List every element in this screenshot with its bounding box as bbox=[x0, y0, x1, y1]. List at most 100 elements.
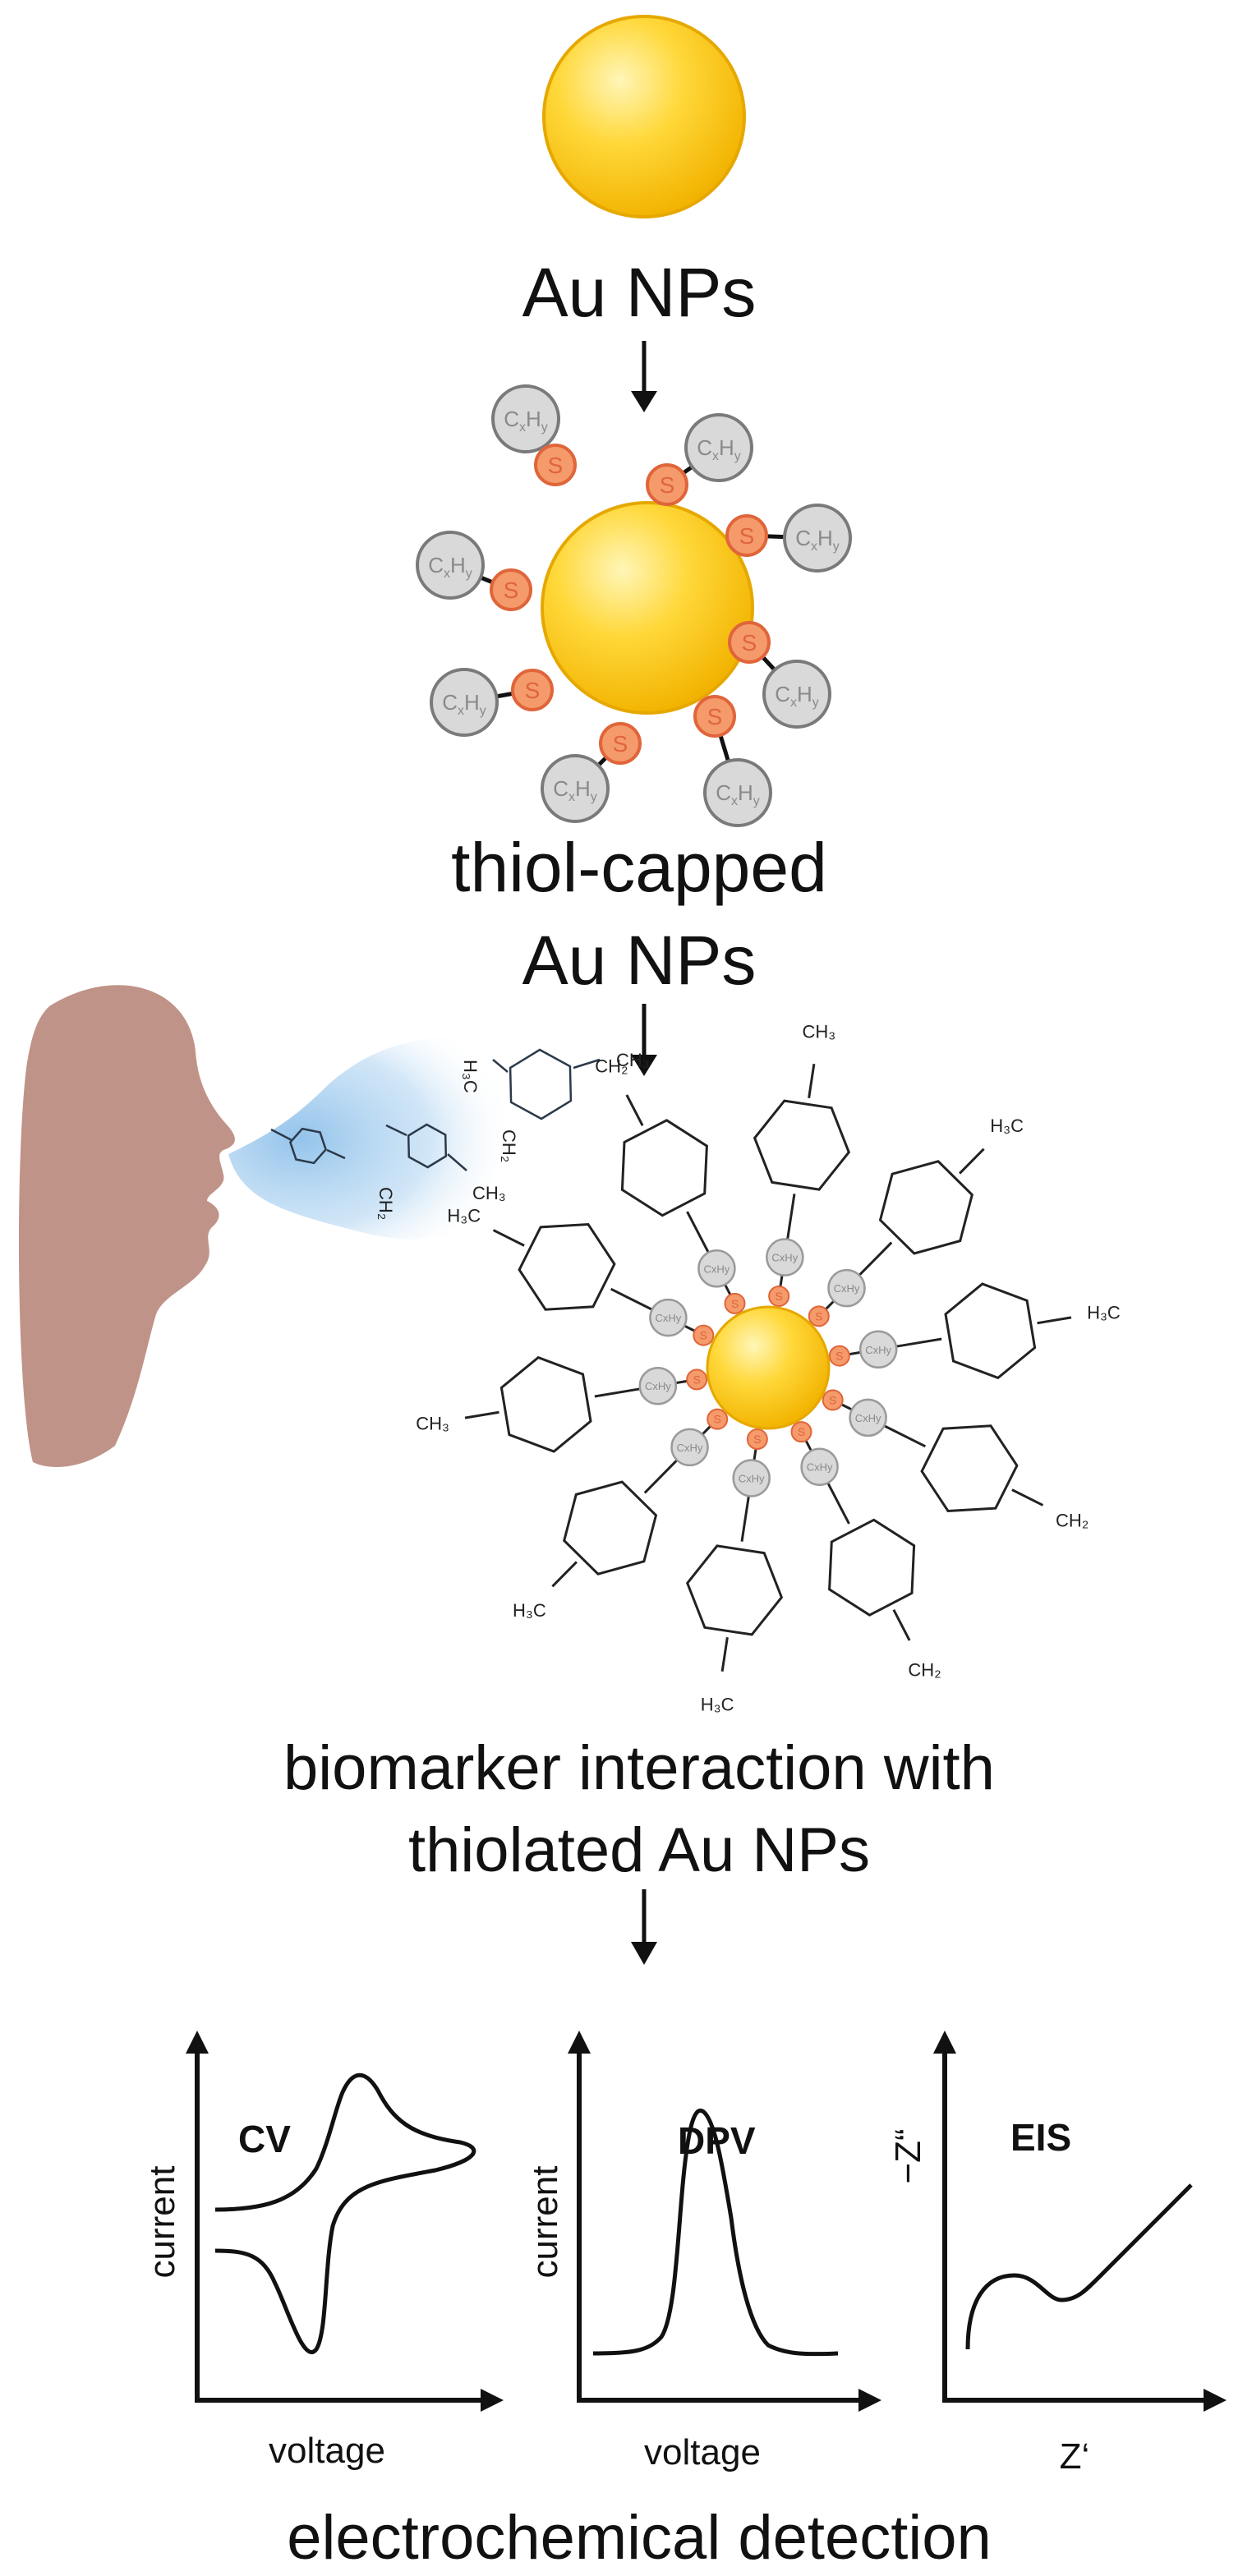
molecule-label: H₃C bbox=[460, 1060, 481, 1093]
dpv-title: DPV bbox=[678, 2119, 756, 2162]
bond bbox=[464, 1410, 499, 1419]
eis-ylabel: −Z“ bbox=[888, 2128, 928, 2183]
sulfur-atom bbox=[686, 1368, 708, 1391]
molecule-label: CH₂ bbox=[499, 1129, 519, 1162]
cv-title: CV bbox=[238, 2118, 291, 2160]
alkyl-chain-bubble bbox=[430, 668, 499, 737]
alkyl-chain-label: CxHy bbox=[716, 780, 760, 808]
gold-nanoparticle bbox=[542, 15, 746, 218]
arrow-down-3 bbox=[631, 1889, 657, 1965]
molecule-label: CH₃ bbox=[616, 1050, 650, 1070]
molecule-label: H₃C bbox=[447, 1206, 481, 1226]
molecule-label: H₃C bbox=[701, 1694, 734, 1714]
alkyl-chain-bubble bbox=[858, 1330, 898, 1369]
cyclohexene-ring bbox=[499, 1355, 592, 1453]
alkyl-chain-label: CxHy bbox=[677, 1442, 703, 1454]
dpv-plot: DPV current voltage bbox=[525, 2031, 881, 2472]
bond bbox=[786, 1194, 796, 1240]
sulfur-atom bbox=[599, 722, 642, 765]
sulfur-label: S bbox=[815, 1309, 822, 1322]
sulfur-atom bbox=[707, 1408, 729, 1430]
bond bbox=[447, 1153, 467, 1171]
molecule-label: CH₂ bbox=[1056, 1510, 1089, 1530]
alkyl-chain-bubble bbox=[416, 531, 485, 600]
alkyl-chain-label: CxHy bbox=[655, 1312, 681, 1324]
interaction-label-line2: thiolated Au NPs bbox=[408, 1815, 870, 1885]
sulfur-atom bbox=[693, 695, 736, 738]
sulfur-atom bbox=[768, 1285, 790, 1307]
sulfur-atom bbox=[790, 1421, 812, 1443]
breath-cloud bbox=[228, 1037, 519, 1240]
bond bbox=[686, 1211, 710, 1254]
bond bbox=[808, 1063, 816, 1098]
sulfur-label: S bbox=[548, 453, 564, 478]
alkyl-chain-bubble bbox=[766, 1238, 804, 1276]
cyclohexene-ring bbox=[563, 1480, 658, 1576]
thiol-capped-label-line1: thiol-capped bbox=[451, 829, 827, 906]
eis-xlabel: Z‘ bbox=[1060, 2436, 1090, 2477]
sulfur-label: S bbox=[693, 1373, 701, 1386]
thiol-capped-label-line2: Au NPs bbox=[522, 922, 757, 999]
bond bbox=[858, 1241, 893, 1276]
face-profile bbox=[18, 985, 235, 1467]
sulfur-label: S bbox=[707, 704, 723, 729]
sulfur-label: S bbox=[525, 678, 541, 703]
alkyl-chain-bubble bbox=[670, 1428, 709, 1467]
alkyl-chain-bubble bbox=[827, 1268, 866, 1308]
sulfur-atom bbox=[490, 568, 532, 611]
bond bbox=[720, 1637, 729, 1672]
bond bbox=[959, 1148, 985, 1175]
bond bbox=[594, 1387, 641, 1398]
alkyl-chain-label: CxHy bbox=[855, 1412, 881, 1424]
alkyl-chain-bubble bbox=[762, 660, 831, 729]
alkyl-chain-label: CxHy bbox=[795, 526, 840, 554]
alkyl-chain-bubble bbox=[491, 384, 560, 453]
gold-nanoparticle bbox=[541, 501, 754, 715]
alkyl-chain-bubble bbox=[638, 1366, 678, 1405]
molecule-label: H₃C bbox=[513, 1600, 546, 1621]
alkyl-chain-bubble bbox=[732, 1459, 771, 1497]
alkyl-chain-label: CxHy bbox=[775, 682, 819, 710]
sulfur-atom bbox=[511, 669, 554, 711]
alkyl-chain-label: CxHy bbox=[442, 690, 486, 718]
sulfur-atom bbox=[724, 1292, 746, 1314]
molecule-label: CH₂ bbox=[595, 1056, 628, 1076]
cv-ylabel: current bbox=[142, 2166, 182, 2279]
alkyl-chain-bubble bbox=[541, 754, 610, 823]
alkyl-chain-label: CxHy bbox=[645, 1380, 671, 1392]
bond bbox=[826, 1482, 850, 1525]
sulfur-label: S bbox=[714, 1413, 721, 1426]
sulfur-atom bbox=[808, 1305, 830, 1327]
sulfur-label: S bbox=[753, 1433, 761, 1446]
cv-plot: CV current voltage bbox=[142, 2031, 504, 2471]
gold-nanoparticle bbox=[706, 1305, 831, 1430]
alkyl-chain-label: CxHy bbox=[428, 553, 472, 581]
molecule-label: CH₃ bbox=[416, 1414, 449, 1434]
sulfur-atom bbox=[725, 514, 768, 557]
au-nps-label: Au NPs bbox=[522, 254, 757, 331]
sulfur-label: S bbox=[775, 1290, 782, 1303]
bond bbox=[551, 1561, 578, 1588]
alkyl-chain-label: CxHy bbox=[865, 1344, 891, 1356]
sulfur-label: S bbox=[660, 472, 675, 498]
alkyl-chain-label: CxHy bbox=[834, 1282, 860, 1295]
sulfur-atom bbox=[828, 1345, 850, 1367]
alkyl-chain-bubble bbox=[849, 1398, 887, 1438]
alkyl-chain-label: CxHy bbox=[504, 407, 548, 435]
cyclohexene-ring bbox=[753, 1099, 851, 1191]
alkyl-chain-label: CxHy bbox=[704, 1263, 730, 1275]
sulfur-label: S bbox=[504, 577, 519, 603]
detection-label: electrochemical detection bbox=[287, 2503, 992, 2573]
bond bbox=[385, 1124, 407, 1137]
interaction-label-line1: biomarker interaction with bbox=[283, 1733, 995, 1803]
cyclohexene-ring bbox=[828, 1518, 916, 1617]
arrow-down-2 bbox=[631, 1004, 657, 1076]
molecule-label: CH₂ bbox=[908, 1660, 941, 1681]
sulfur-label: S bbox=[700, 1329, 707, 1342]
bond bbox=[643, 1459, 679, 1494]
bond bbox=[610, 1287, 653, 1311]
dpv-xlabel: voltage bbox=[644, 2432, 761, 2472]
bond bbox=[895, 1337, 942, 1348]
